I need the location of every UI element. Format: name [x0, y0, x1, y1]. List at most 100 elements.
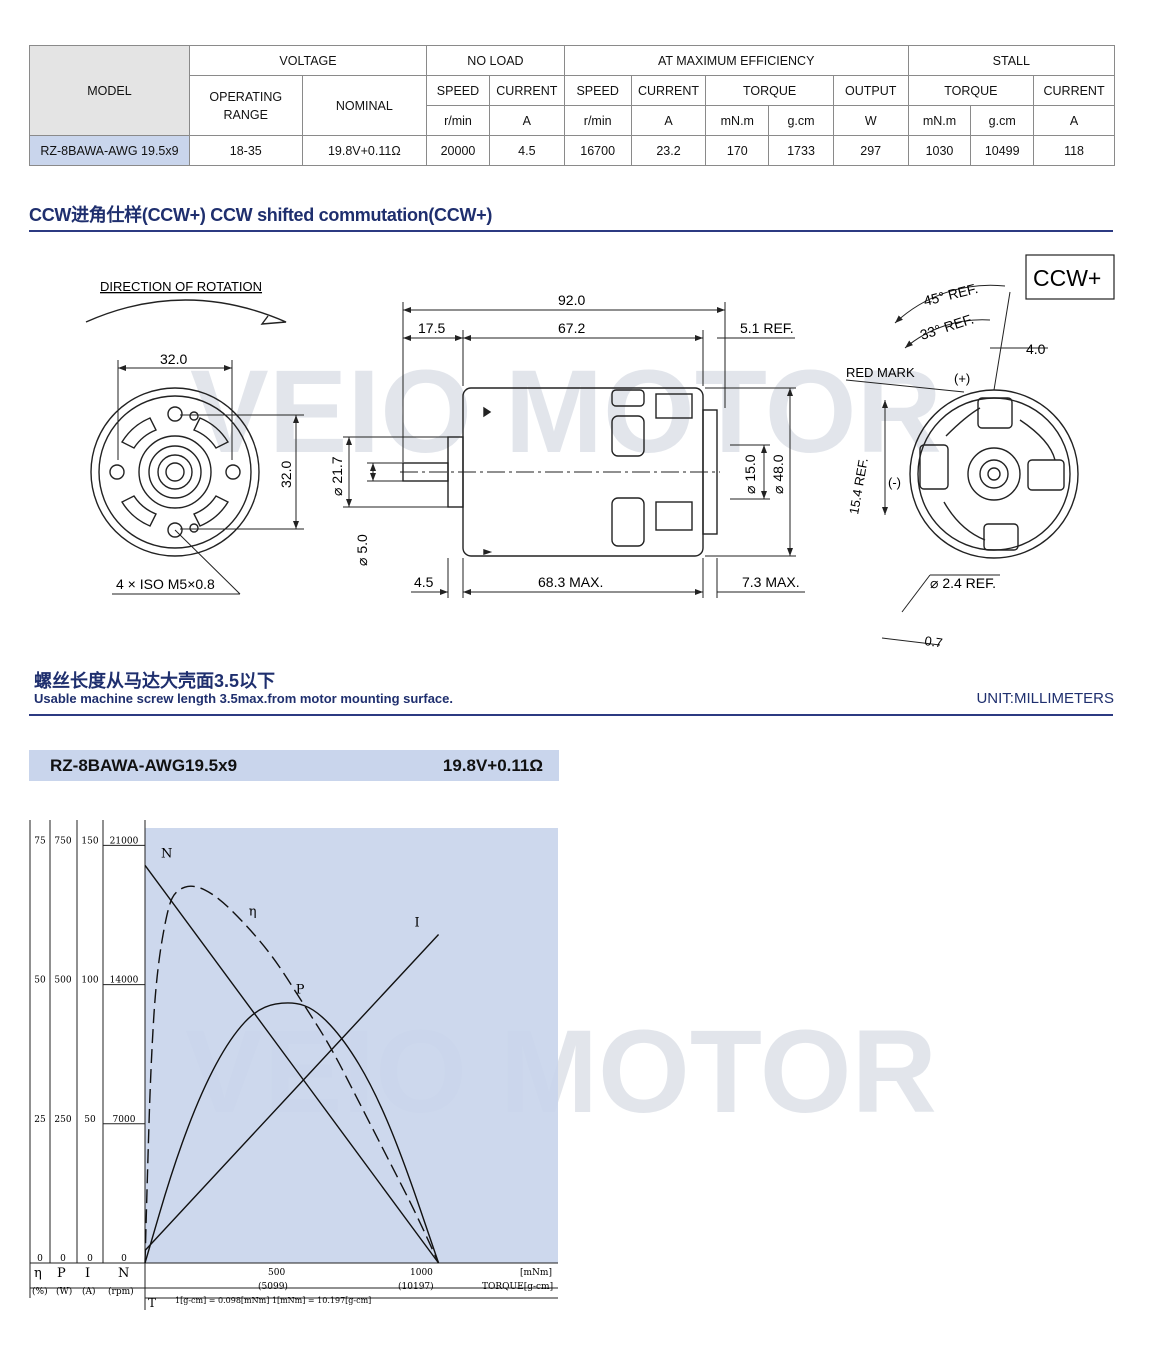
hdr-no-load: NO LOAD — [426, 45, 565, 76]
hole-dia: ⌀ 2.4 REF. — [930, 575, 996, 591]
value-cell: 297 — [832, 135, 909, 166]
p-unit: (W) — [56, 1286, 72, 1297]
dim-e: 4.5 — [414, 574, 434, 590]
unit-cell: A — [1033, 105, 1115, 136]
hdr-current: CURRENT — [630, 75, 707, 106]
series-label: I — [415, 915, 420, 930]
value-cell: 16700 — [563, 135, 632, 166]
unit-cell: A — [488, 105, 565, 136]
dim-d3: ⌀ 15.0 — [742, 454, 758, 494]
angle-45: 45° REF. — [922, 280, 980, 309]
y-tick-label: 75 — [34, 836, 46, 846]
front-width: 32.0 — [160, 351, 187, 367]
note-en: Usable machine screw length 3.5max.from … — [34, 691, 453, 706]
eta-unit: (%) — [32, 1286, 48, 1297]
value-cell: 19.8V+0.11Ω — [301, 135, 428, 166]
spec-table: MODEL VOLTAGE NO LOAD AT MAXIMUM EFFICIE… — [29, 45, 1116, 166]
red-mark-label: RED MARK — [846, 365, 915, 380]
x-unit: [mNm] — [520, 1268, 552, 1278]
y-tick-label: 50 — [84, 1115, 96, 1125]
y-tick-label: 750 — [54, 836, 71, 846]
unit-cell: mN.m — [907, 105, 972, 136]
front-view — [90, 387, 260, 557]
y-tick-label: 21000 — [110, 836, 139, 846]
y-tick-label: 0 — [87, 1254, 93, 1264]
y-tick-label: 14000 — [110, 976, 139, 986]
chart-rating: 19.8V+0.11Ω — [442, 756, 543, 775]
dim-d1: ⌀ 21.7 — [329, 456, 345, 496]
direction-label: DIRECTION OF ROTATION — [100, 279, 262, 294]
value-cell: 20000 — [426, 135, 490, 166]
y-tick-label: 100 — [81, 976, 98, 986]
i-unit: (A) — [82, 1286, 96, 1297]
unit-cell: g.cm — [970, 105, 1035, 136]
y-tick-label: 7000 — [113, 1115, 136, 1125]
chart-model: RZ-8BAWA-AWG19.5x9 — [50, 756, 238, 775]
n-symbol: N — [118, 1266, 129, 1281]
ccw-box — [1025, 254, 1115, 300]
rear-width: 4.0 — [1026, 341, 1046, 357]
series-n — [144, 864, 440, 1264]
hdr-max-eff: AT MAXIMUM EFFICIENCY — [563, 45, 909, 76]
x-tick-1000: 1000 — [410, 1268, 433, 1278]
minus-terminal: (-) — [888, 475, 901, 490]
i-symbol: I — [85, 1266, 90, 1281]
plot-area — [145, 828, 558, 1263]
chart-band: RZ-8BAWA-AWG19.5x9 19.8V+0.11Ω — [29, 750, 559, 781]
series-eta — [144, 885, 440, 1264]
p-symbol: P — [57, 1266, 66, 1281]
notes-divider — [29, 714, 1113, 716]
series-layer: N I Pη — [144, 846, 440, 1264]
hdr-nominal: NOMINAL — [301, 75, 428, 136]
value-cell: 10499 — [970, 135, 1035, 166]
value-cell: 4.5 — [488, 135, 565, 166]
hdr-model: MODEL — [29, 45, 190, 136]
unit-cell: mN.m — [705, 105, 770, 136]
y-tick-label: 250 — [54, 1115, 71, 1125]
x-tick-1000-gcm: (10197) — [398, 1281, 434, 1292]
hdr-operating-range: OPERATING RANGE — [188, 75, 303, 136]
unit-cell: W — [832, 105, 909, 136]
eta-symbol: η — [34, 1266, 42, 1281]
y-tick-label: 0 — [121, 1254, 127, 1264]
series-label: η — [249, 904, 257, 919]
dim-total: 92.0 — [558, 292, 585, 308]
unit-label: UNIT:MILLIMETERS — [976, 690, 1114, 707]
hdr-speed: SPEED — [563, 75, 632, 106]
y-tick-label: 25 — [34, 1115, 46, 1125]
model-cell: RZ-8BAWA-AWG 19.5x9 — [29, 135, 190, 166]
section-divider — [29, 230, 1113, 232]
dim-a: 17.5 — [418, 320, 445, 336]
thickness: 0.7 — [924, 633, 944, 650]
value-cell: 1030 — [907, 135, 972, 166]
watermark: VEIO MOTOR — [190, 346, 942, 478]
rotation-arrow-icon — [85, 299, 287, 325]
unit-cell: r/min — [426, 105, 490, 136]
hdr-voltage: VOLTAGE — [188, 45, 428, 76]
n-unit: (rpm) — [108, 1286, 134, 1297]
y-tick-label: 500 — [54, 976, 71, 986]
series-i — [144, 934, 440, 1251]
series-label: N — [161, 846, 172, 861]
y-tick-label: 0 — [60, 1254, 66, 1264]
hdr-torque: TORQUE — [705, 75, 834, 106]
series-label: P — [296, 982, 305, 997]
screw-spec: 4 × ISO M5×0.8 — [116, 576, 215, 592]
performance-chart: VEIO MOTOR 02550750250500750050100150070… — [29, 820, 937, 1310]
dim-d2: ⌀ 5.0 — [354, 534, 370, 566]
plus-terminal: (+) — [954, 371, 970, 386]
value-cell: 18-35 — [188, 135, 303, 166]
value-cell: 170 — [705, 135, 770, 166]
series-p — [144, 1002, 440, 1264]
hdr-current: CURRENT — [488, 75, 565, 106]
value-cell: 1733 — [768, 135, 834, 166]
value-cell: 118 — [1033, 135, 1115, 166]
angle-33: 33° REF. — [918, 311, 976, 343]
dim-g: 7.3 MAX. — [742, 574, 800, 590]
axis-symbols: η P I N (%) (W) (A) (rpm) T — [32, 1266, 156, 1310]
hdr-speed: SPEED — [426, 75, 490, 106]
dim-c: 5.1 REF. — [740, 320, 794, 336]
axis-ticks: 0255075025050075005010015007000140002100… — [34, 836, 145, 1264]
front-height: 32.0 — [278, 461, 294, 488]
hdr-stall: STALL — [907, 45, 1116, 76]
